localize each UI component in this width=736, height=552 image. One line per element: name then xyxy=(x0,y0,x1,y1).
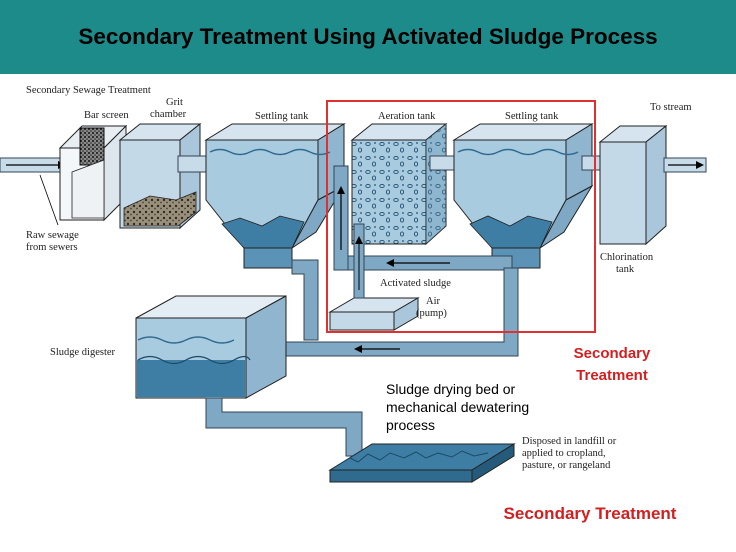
treatment-diagram xyxy=(0,100,707,483)
label-bar-screen: Bar screen xyxy=(84,110,129,121)
air-pump xyxy=(328,223,420,331)
label-chlorination-1: Chlorination xyxy=(600,252,654,263)
label-activated-sludge: Activated sludge xyxy=(380,278,451,289)
settling-tank-1 xyxy=(204,123,346,269)
label-disposed-2: applied to cropland, xyxy=(522,448,606,459)
note-drying-3: process xyxy=(386,417,436,433)
drying-bed xyxy=(328,443,516,483)
inflow-pipe xyxy=(0,157,66,226)
label-air: Air xyxy=(426,296,440,307)
secondary-highlight-box xyxy=(326,100,596,333)
label-chlorination-2: tank xyxy=(616,264,635,275)
sludge-digester xyxy=(135,295,287,399)
annotation-secondary-1: Secondary xyxy=(573,345,651,362)
label-raw-sewage-2: from sewers xyxy=(26,242,78,253)
sludge-pipe-1 xyxy=(291,259,319,341)
note-drying-1: Sludge drying bed or xyxy=(386,381,516,397)
activated-sludge-pipe xyxy=(333,165,513,271)
label-sludge-digester: Sludge digester xyxy=(50,347,116,358)
label-settling-tank-2: Settling tank xyxy=(505,111,559,122)
label-disposed-3: pasture, or rangeland xyxy=(522,460,611,471)
note-drying-2: mechanical dewatering xyxy=(386,399,530,415)
chlorination-tank xyxy=(598,124,668,246)
settling-tank-2 xyxy=(452,123,594,269)
outflow-pipe xyxy=(663,157,707,173)
label-settling-tank-1: Settling tank xyxy=(255,111,309,122)
label-disposed-1: Disposed in landfill or xyxy=(522,436,617,447)
label-grit-chamber-2: chamber xyxy=(150,109,187,120)
label-grit-chamber-1: Grit xyxy=(166,97,183,108)
pipe-to-drying-bed xyxy=(205,397,363,457)
title-banner xyxy=(0,0,736,74)
label-secondary-sewage-treatment: Secondary Sewage Treatment xyxy=(26,85,151,96)
page-title: Secondary Treatment Using Activated Slud… xyxy=(78,24,658,49)
label-pump: (pump) xyxy=(416,308,447,319)
label-raw-sewage-1: Raw sewage xyxy=(26,230,79,241)
bar-screen xyxy=(58,124,128,222)
aeration-tank xyxy=(350,122,448,246)
label-aeration-tank: Aeration tank xyxy=(378,111,436,122)
footer-caption: Secondary Treatment xyxy=(503,504,677,523)
grit-chamber xyxy=(118,122,202,230)
annotation-secondary-2: Treatment xyxy=(576,367,648,384)
label-to-stream: To stream xyxy=(650,102,692,113)
